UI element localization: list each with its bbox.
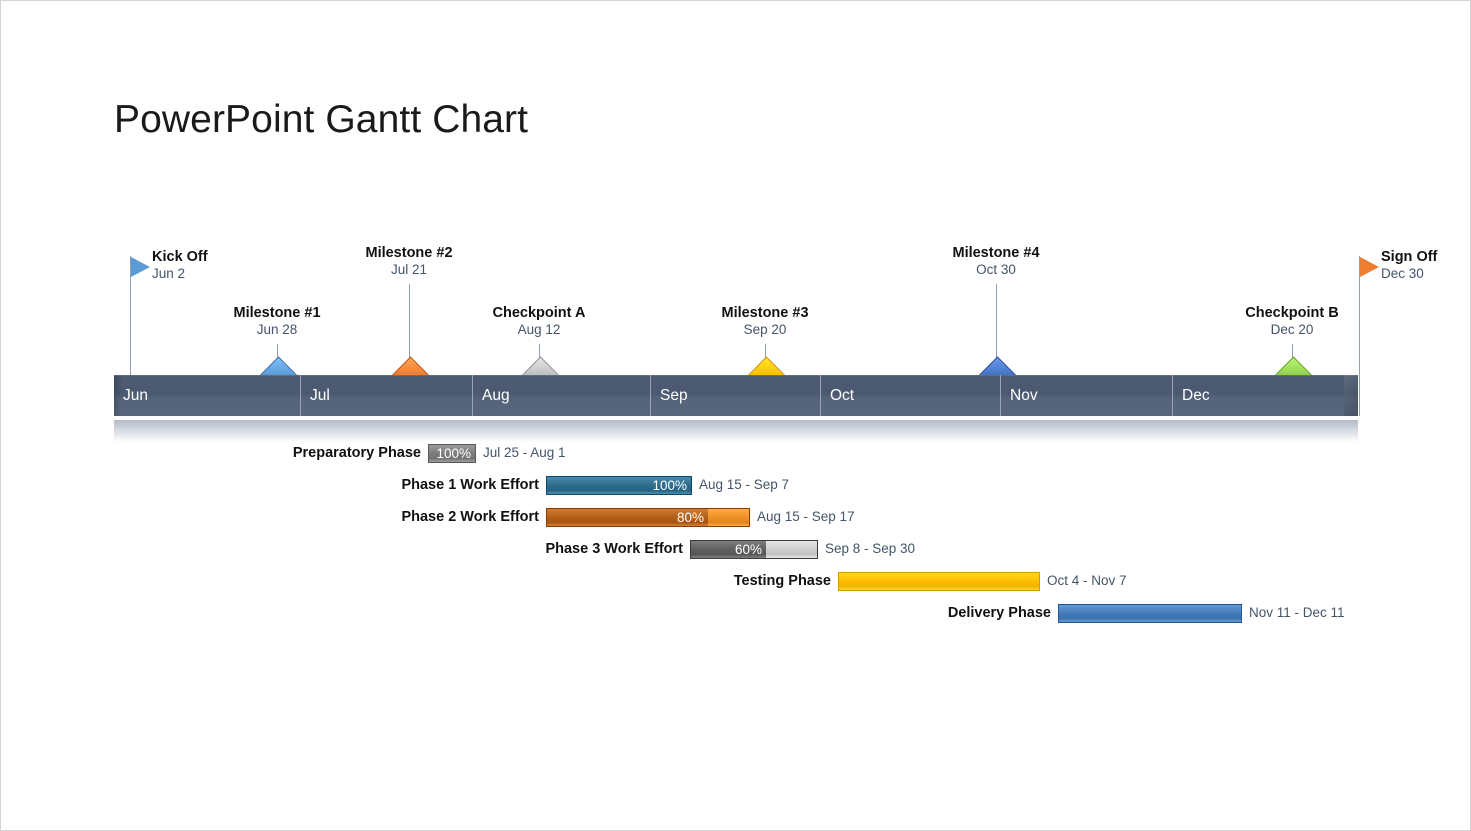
marker-pole	[409, 284, 410, 364]
task-row[interactable]: Testing Phase Oct 4 - Nov 7	[0, 569, 1471, 593]
marker-pole	[1292, 344, 1293, 364]
marker-date: Sep 20	[743, 322, 787, 338]
marker-name: Milestone #1	[233, 305, 321, 321]
month-label-jun: Jun	[123, 387, 148, 404]
marker-name: Milestone #3	[721, 305, 809, 321]
marker-name: Checkpoint A	[492, 305, 586, 321]
task-dates-phase-1-work-effort: Aug 15 - Sep 7	[699, 477, 790, 492]
month-label-sep: Sep	[650, 375, 820, 416]
month-label-oct: Oct	[820, 375, 1000, 416]
marker-date: Oct 30	[976, 262, 1016, 278]
page-title: PowerPoint Gantt Chart	[114, 98, 529, 141]
task-row[interactable]: Phase 1 Work Effort 100% Aug 15 - Sep 7	[0, 473, 1471, 497]
month-label-jul: Jul	[300, 375, 472, 416]
marker-name: Checkpoint B	[1245, 305, 1339, 321]
marker-date: Jun 28	[256, 322, 298, 338]
task-bar-progress-fill	[691, 541, 768, 558]
task-bar-phase-1-work-effort[interactable]	[546, 476, 692, 495]
month-label-nov: Nov	[1000, 375, 1172, 416]
task-bar-delivery-phase[interactable]	[1058, 604, 1242, 623]
task-bar-remaining	[708, 509, 749, 526]
task-label-phase-2-work-effort: Phase 2 Work Effort	[401, 509, 539, 525]
task-bar-progress-fill	[1059, 605, 1241, 622]
task-label-testing-phase: Testing Phase	[733, 573, 831, 589]
marker-pole	[539, 344, 540, 364]
task-dates-testing-phase: Oct 4 - Nov 7	[1047, 573, 1127, 588]
task-label-phase-3-work-effort: Phase 3 Work Effort	[545, 541, 683, 557]
task-label-preparatory-phase: Preparatory Phase	[292, 445, 421, 461]
marker-pole	[277, 344, 278, 364]
task-bar-testing-phase[interactable]	[838, 572, 1040, 591]
marker-pole	[130, 256, 131, 375]
task-percent-phase-2-work-effort: 80%	[676, 510, 704, 525]
marker-pole	[996, 284, 997, 364]
task-bar-phase-2-work-effort[interactable]	[546, 508, 750, 527]
task-row[interactable]: Phase 2 Work Effort 80% Aug 15 - Sep 17	[0, 505, 1471, 529]
task-label-delivery-phase: Delivery Phase	[947, 605, 1051, 621]
month-label-dec: Dec	[1172, 375, 1358, 416]
month-label-aug: Aug	[472, 375, 650, 416]
task-row[interactable]: Preparatory Phase 100% Jul 25 - Aug 1	[0, 441, 1471, 465]
task-row[interactable]: Delivery Phase Nov 11 - Dec 11	[0, 601, 1471, 625]
task-label-phase-1-work-effort: Phase 1 Work Effort	[401, 477, 539, 493]
task-bar-preparatory-phase[interactable]	[428, 444, 476, 463]
marker-pole	[1359, 256, 1360, 416]
task-percent-phase-3-work-effort: 60%	[734, 542, 762, 557]
marker-date: Aug 12	[517, 322, 561, 338]
task-bar-progress-fill	[547, 477, 691, 494]
task-percent-preparatory-phase: 100%	[436, 446, 471, 461]
task-percent-phase-1-work-effort: 100%	[652, 478, 687, 493]
task-row[interactable]: Phase 3 Work Effort 60% Sep 8 - Sep 30	[0, 537, 1471, 561]
marker-name: Kick Off	[152, 249, 208, 265]
task-bar-progress-fill	[429, 445, 475, 462]
timeline-shadow-band	[114, 420, 1358, 442]
marker-pole	[765, 344, 766, 364]
marker-name: Milestone #2	[365, 245, 453, 261]
marker-date: Dec 20	[1270, 322, 1314, 338]
task-dates-preparatory-phase: Jul 25 - Aug 1	[483, 445, 566, 460]
task-bar-remaining	[766, 541, 817, 558]
marker-name: Sign Off	[1381, 249, 1438, 265]
marker-name: Milestone #4	[952, 245, 1040, 261]
flag-icon	[1360, 257, 1379, 277]
task-dates-phase-2-work-effort: Aug 15 - Sep 17	[757, 509, 855, 524]
marker-date: Dec 30	[1381, 266, 1424, 282]
flag-icon	[131, 257, 150, 277]
task-dates-phase-3-work-effort: Sep 8 - Sep 30	[825, 541, 916, 556]
marker-date: Jun 2	[152, 266, 186, 282]
task-bar-progress-fill	[839, 573, 1039, 590]
task-dates-delivery-phase: Nov 11 - Dec 11	[1249, 605, 1345, 620]
marker-date: Jul 21	[390, 262, 428, 278]
task-bar-progress-fill	[547, 509, 710, 526]
task-bar-phase-3-work-effort[interactable]	[690, 540, 818, 559]
